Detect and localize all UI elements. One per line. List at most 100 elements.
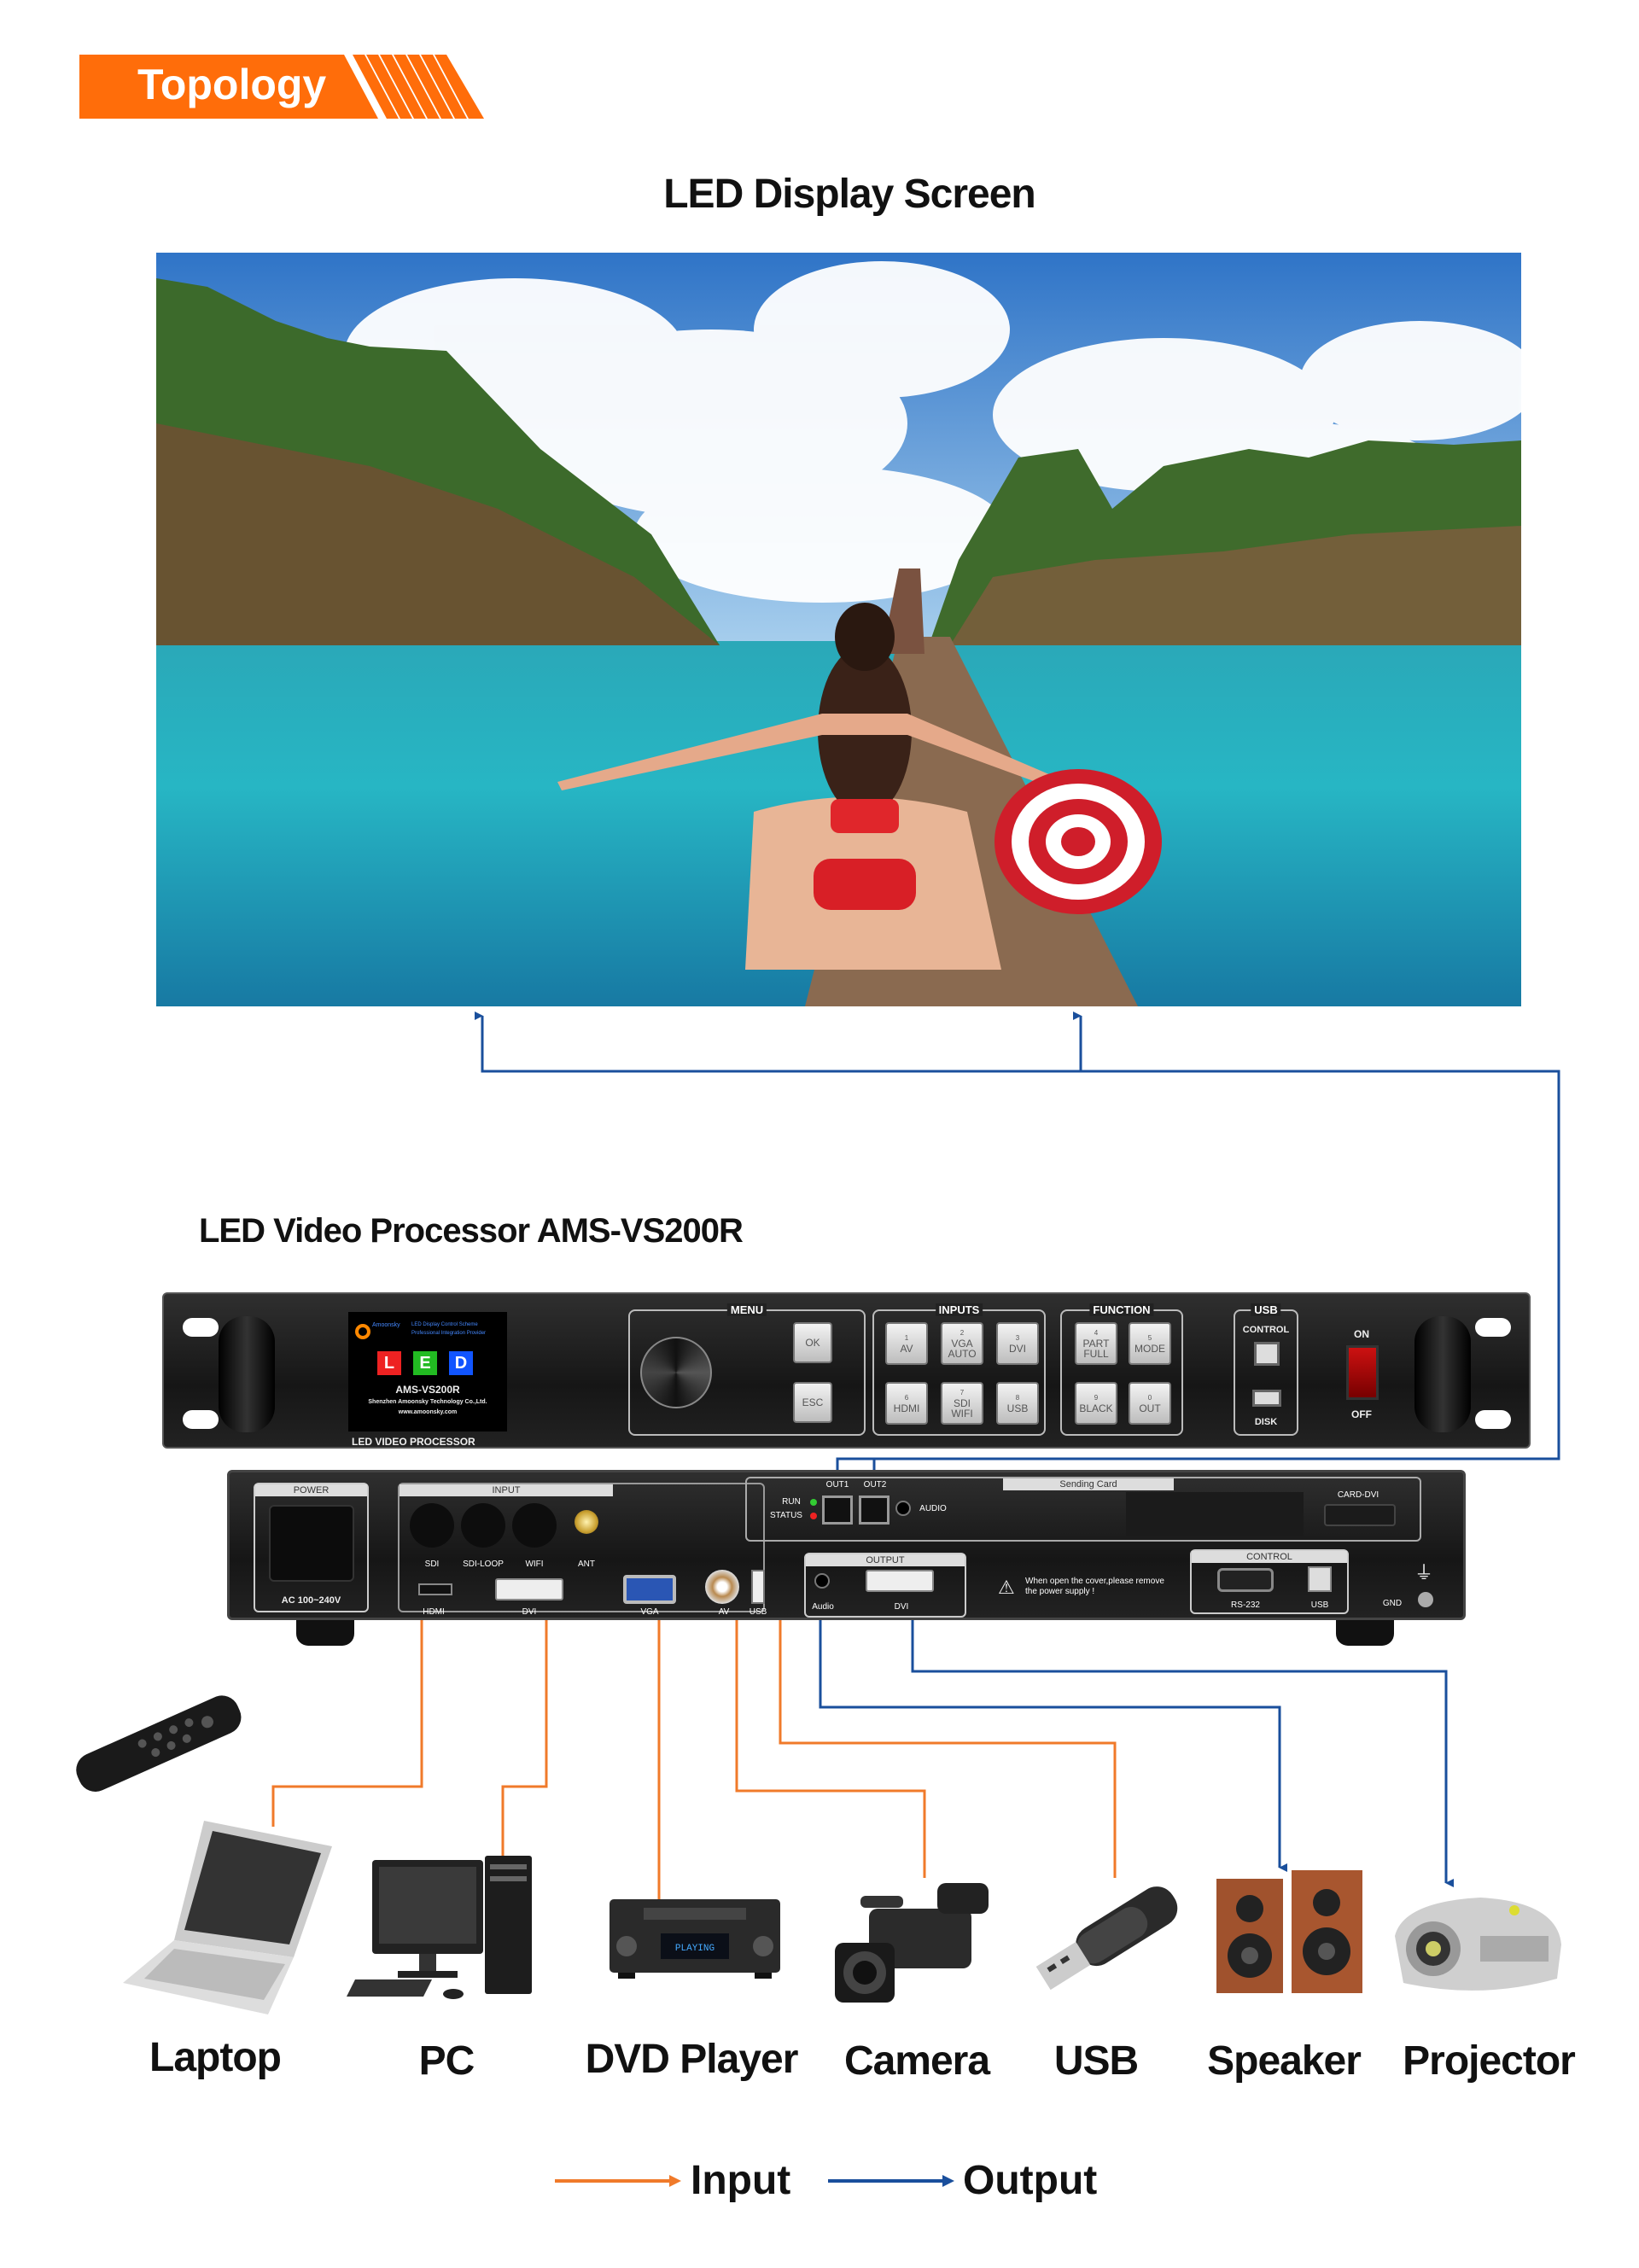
device-label-usb: USB	[1053, 2038, 1139, 2084]
audio-jack[interactable]	[895, 1501, 911, 1516]
power-on-label: ON	[1354, 1328, 1369, 1340]
key-number: 5	[1147, 1334, 1152, 1342]
usb-in-port[interactable]	[751, 1570, 765, 1604]
rs232-port[interactable]	[1217, 1568, 1274, 1592]
usb-control-label: USB	[1310, 1600, 1329, 1610]
ant-label: ANT	[578, 1560, 595, 1569]
warning-icon: ⚠	[998, 1577, 1015, 1598]
esc-button[interactable]: ESC	[793, 1382, 832, 1423]
menu-group: MENU OK ESC	[628, 1303, 866, 1436]
right-handle[interactable]	[1414, 1316, 1471, 1432]
brand-tagline: LED Display Control Scheme	[411, 1322, 478, 1327]
card-dvi-label: CARD-DVI	[1337, 1490, 1379, 1500]
key-number: 0	[1147, 1394, 1152, 1402]
led-letter-d: D	[449, 1351, 473, 1375]
audio-out-jack[interactable]	[814, 1573, 830, 1589]
status-led	[810, 1513, 817, 1519]
wifi-cover	[512, 1503, 557, 1548]
ok-button[interactable]: OK	[793, 1322, 832, 1363]
input-section: INPUT SDI SDI-LOOP WIFI ANT HDMI DVI VGA…	[398, 1483, 767, 1617]
key-number: 3	[1015, 1334, 1020, 1342]
key-label: BLACK	[1079, 1402, 1113, 1414]
gnd-label: GND	[1382, 1599, 1403, 1608]
pc-icon	[347, 1856, 532, 1999]
rack-hole	[1475, 1410, 1511, 1429]
output-label: OUTPUT	[806, 1554, 965, 1566]
device-label-laptop: Laptop	[149, 2035, 282, 2080]
hdmi-port[interactable]	[418, 1583, 452, 1595]
wifi-label: WIFI	[525, 1560, 544, 1569]
power-switch[interactable]	[1346, 1345, 1379, 1400]
card-dvi-port[interactable]	[1324, 1504, 1396, 1526]
input-line-laptop	[271, 1588, 423, 1827]
usb-control-port[interactable]	[1308, 1566, 1332, 1592]
device-label-projector: Projector	[1403, 2038, 1576, 2084]
input-line-usb	[779, 1588, 1117, 1878]
usb-drive-icon	[1035, 1886, 1178, 1991]
key-number: 4	[1094, 1329, 1099, 1337]
key-label: PART FULL	[1082, 1338, 1110, 1360]
sending-card-section: Sending Card OUT1 OUT2 RUN STATUS AUDIO …	[745, 1477, 1421, 1542]
usb-control-label: CONTROL	[1242, 1325, 1290, 1335]
menu-knob[interactable]	[640, 1337, 712, 1408]
laptop-icon	[123, 1821, 332, 2014]
key-number: 6	[904, 1394, 909, 1402]
camera-icon	[835, 1883, 989, 2003]
antenna-connector[interactable]	[575, 1510, 598, 1534]
sdi-cover	[410, 1503, 454, 1548]
usb-control-port[interactable]	[1254, 1342, 1280, 1366]
dvi-out-port[interactable]	[866, 1570, 934, 1592]
vga-port[interactable]	[623, 1575, 676, 1604]
device-label-speaker: Speaker	[1207, 2038, 1362, 2084]
device-label-dvd: DVD Player	[585, 2037, 799, 2082]
out1-rj45-port[interactable]	[822, 1495, 853, 1525]
dvd-player-icon: PLAYING	[610, 1899, 780, 1979]
warning-text: When open the cover,please remove the po…	[1025, 1577, 1164, 1596]
key-label: MODE	[1134, 1343, 1165, 1355]
ground-icon: ⏚	[1414, 1562, 1434, 1583]
control-label: CONTROL	[1192, 1551, 1347, 1563]
vga-label: VGA	[640, 1607, 659, 1617]
key-label: HDMI	[893, 1402, 920, 1414]
function-label: FUNCTION	[1089, 1303, 1154, 1316]
hat	[994, 769, 1162, 914]
processor-back-panel: POWER AC 100~240V INPUT SDI SDI-LOOP WIF…	[227, 1470, 1466, 1620]
power-socket[interactable]	[269, 1505, 354, 1582]
dvd-display-text: PLAYING	[675, 1944, 715, 1954]
usb-disk-port[interactable]	[1252, 1390, 1281, 1407]
rs232-label: RS-232	[1231, 1600, 1260, 1610]
out2-rj45-port[interactable]	[859, 1495, 889, 1525]
usb-label: USB	[1251, 1303, 1281, 1316]
left-handle[interactable]	[219, 1316, 275, 1432]
output-line-projector	[911, 1586, 1454, 1887]
audio-out-label: Audio	[812, 1602, 834, 1612]
processor-title: LED Video Processor AMS-VS200R	[199, 1212, 744, 1250]
input-line-pc	[501, 1588, 548, 1863]
dvi-in-label: DVI	[522, 1607, 537, 1617]
device-label-camera: Camera	[843, 2038, 990, 2084]
gnd-screw[interactable]	[1418, 1592, 1433, 1607]
led-letter-e: E	[413, 1351, 437, 1375]
device-label-pc: PC	[418, 2038, 475, 2084]
rack-hole	[183, 1318, 219, 1337]
sdi-loop-cover	[461, 1503, 505, 1548]
power-label: POWER	[255, 1484, 367, 1496]
run-led	[810, 1499, 817, 1506]
key-label: AV	[900, 1343, 913, 1355]
out1-label: OUT1	[825, 1480, 849, 1490]
av-bnc-port[interactable]	[705, 1570, 739, 1604]
dvi-in-port[interactable]	[495, 1578, 563, 1600]
audio-label: AUDIO	[919, 1504, 947, 1513]
